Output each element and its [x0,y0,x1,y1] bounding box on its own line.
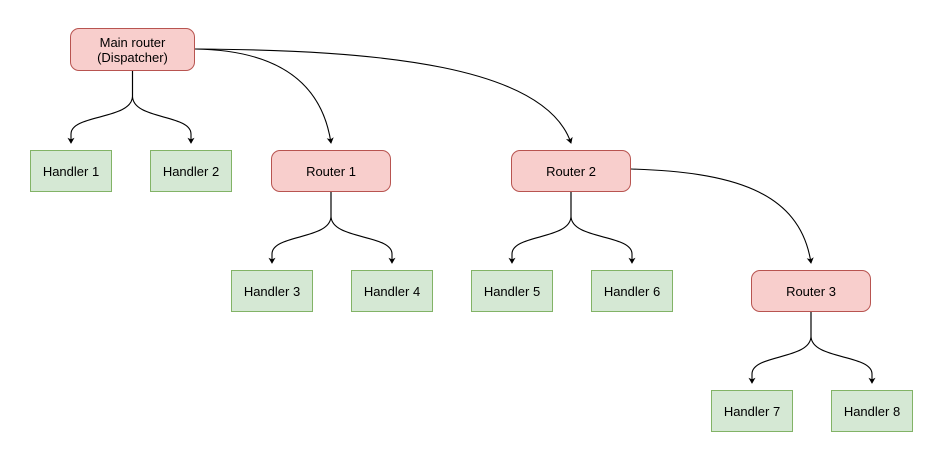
node-handler-4[interactable]: Handler 4 [351,270,433,312]
node-label-handler-5: Handler 5 [483,283,541,299]
node-main-router[interactable]: Main router (Dispatcher) [70,28,195,71]
edge-main-to-router-2 [194,48,573,144]
node-handler-3[interactable]: Handler 3 [231,270,313,312]
node-router-3[interactable]: Router 3 [751,270,871,312]
edge-router-3-to-handler-8 [810,312,876,384]
node-label-main-router: Main router (Dispatcher) [97,34,168,65]
node-handler-2[interactable]: Handler 2 [150,150,232,192]
edge-router-2-to-router-3 [630,168,814,264]
node-label-handler-6: Handler 6 [603,283,661,299]
node-handler-8[interactable]: Handler 8 [831,390,913,432]
node-handler-6[interactable]: Handler 6 [591,270,673,312]
node-label-handler-8: Handler 8 [843,403,901,419]
edge-router-2-to-handler-5 [508,192,572,264]
node-label-handler-4: Handler 4 [363,283,421,299]
node-label-router-1: Router 1 [306,163,356,179]
edge-router-3-to-handler-7 [748,312,812,384]
node-label-router-3: Router 3 [786,283,836,299]
node-label-handler-3: Handler 3 [243,283,301,299]
node-label-handler-1: Handler 1 [42,163,100,179]
edge-main-to-handler-1 [67,71,134,144]
node-handler-7[interactable]: Handler 7 [711,390,793,432]
node-label-handler-7: Handler 7 [723,403,781,419]
edges-group [67,48,876,384]
edge-router-2-to-handler-6 [570,192,636,264]
edge-main-to-router-1 [194,48,334,144]
node-router-2[interactable]: Router 2 [511,150,631,192]
node-label-handler-2: Handler 2 [162,163,220,179]
edge-router-1-to-handler-3 [268,192,332,264]
node-label-router-2: Router 2 [546,163,596,179]
node-handler-5[interactable]: Handler 5 [471,270,553,312]
node-router-1[interactable]: Router 1 [271,150,391,192]
node-handler-1[interactable]: Handler 1 [30,150,112,192]
edge-main-to-handler-2 [131,71,195,144]
edge-router-1-to-handler-4 [330,192,396,264]
